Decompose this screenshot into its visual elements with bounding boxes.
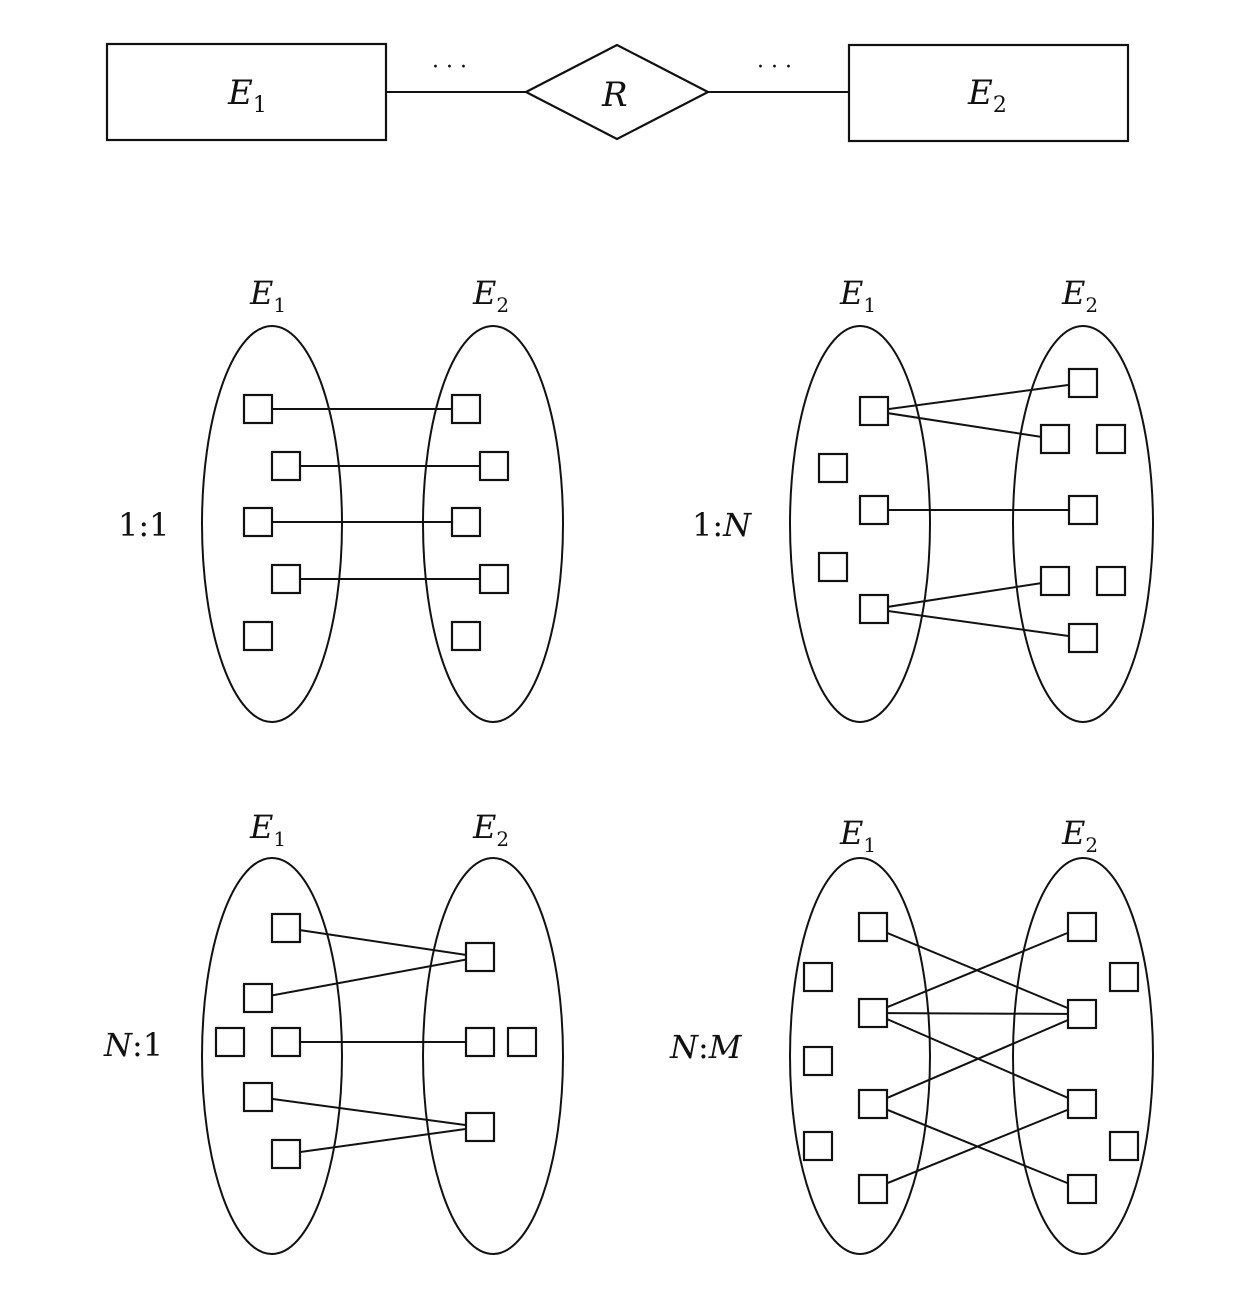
entity-instance — [242, 1081, 274, 1113]
cardinality-label: 1:1 — [118, 506, 170, 544]
panel-one-to-one: E1 E2 1:1 — [118, 274, 564, 723]
entity-instance — [1067, 622, 1099, 654]
entity-instance — [802, 1130, 834, 1162]
entity-instance — [214, 1026, 246, 1058]
entity-set-e1 — [789, 325, 931, 723]
relationship-line — [873, 580, 1056, 610]
panel-many-to-many: E1 E2 N:M — [669, 814, 1154, 1255]
ellipsis-left: · · · — [432, 55, 467, 80]
entity-instance — [1067, 494, 1099, 526]
entity-instance — [242, 393, 274, 425]
panel-e2-label: E2 — [1061, 274, 1098, 317]
entity-e2-box — [847, 43, 1130, 143]
entity-instance — [1066, 1173, 1098, 1205]
entity-instance — [1066, 911, 1098, 943]
relationship-line — [873, 410, 1056, 440]
entity-instance — [857, 911, 889, 943]
entity-instance — [478, 563, 510, 595]
entity-instance — [270, 563, 302, 595]
relationship-line — [873, 382, 1084, 412]
entity-instance — [464, 1111, 496, 1143]
entity-instance — [464, 1026, 496, 1058]
relationship-line — [257, 1096, 481, 1128]
entity-instance — [858, 494, 890, 526]
entity-instance — [270, 1138, 302, 1170]
entity-set-e1 — [201, 857, 343, 1255]
entity-instance — [1095, 423, 1127, 455]
entity-instance — [1095, 565, 1127, 597]
entity-instance — [270, 1026, 302, 1058]
entity-instance — [817, 551, 849, 583]
panel-e1-label: E1 — [249, 274, 286, 317]
entity-instance — [858, 593, 890, 625]
entity-instance — [450, 506, 482, 538]
entity-instance — [450, 393, 482, 425]
relationship-line — [872, 926, 1083, 1014]
relationship-line — [873, 608, 1084, 639]
relationship-line — [872, 1012, 1083, 1015]
entity-instance — [478, 450, 510, 482]
entity-set-e2 — [1012, 857, 1154, 1255]
entity-instance — [802, 1045, 834, 1077]
entity-instance — [464, 941, 496, 973]
relationship-line — [285, 927, 481, 958]
entity-set-e1 — [789, 857, 931, 1255]
entity-instance — [802, 961, 834, 993]
entity-instance — [270, 912, 302, 944]
entity-set-e2 — [422, 857, 564, 1255]
cardinality-label: N:M — [669, 1028, 743, 1066]
entity-instance — [857, 1088, 889, 1120]
panel-e2-label: E2 — [472, 808, 509, 851]
entity-instance — [1108, 1130, 1140, 1162]
entity-instance — [1066, 998, 1098, 1030]
entity-set-e1 — [201, 325, 343, 723]
entity-instance — [242, 620, 274, 652]
cardinality-label: 1:N — [692, 506, 752, 544]
panel-e1-label: E1 — [839, 814, 876, 857]
entity-instance — [270, 450, 302, 482]
entity-e1-label: E1 — [227, 73, 267, 118]
er-notation: E1 · · · R · · · E2 — [105, 42, 1130, 143]
relationship-line — [872, 1013, 1083, 1105]
entity-instance — [1066, 1088, 1098, 1120]
relationship-line — [872, 1103, 1083, 1190]
entity-instance — [857, 997, 889, 1029]
relationship-line — [285, 1126, 481, 1155]
entity-instance — [857, 1173, 889, 1205]
entity-set-e2 — [422, 325, 564, 723]
cardinality-label: N:1 — [103, 1026, 163, 1064]
panel-one-to-many: E1 E2 1:N — [692, 274, 1154, 723]
entity-e2-label: E2 — [967, 73, 1007, 118]
entity-instance — [242, 982, 274, 1014]
panel-many-to-one: E1 E2 N:1 — [103, 808, 564, 1255]
entity-instance — [450, 620, 482, 652]
panel-e2-label: E2 — [472, 274, 509, 317]
entity-instance — [817, 452, 849, 484]
entity-instance — [1067, 367, 1099, 399]
relationship-label: R — [601, 75, 628, 115]
entity-instance — [1039, 423, 1071, 455]
entity-instance — [1108, 961, 1140, 993]
entity-instance — [242, 506, 274, 538]
relationship-line — [257, 956, 481, 999]
ellipsis-right: · · · — [757, 55, 792, 80]
panel-e2-label: E2 — [1061, 814, 1098, 857]
panel-e1-label: E1 — [249, 808, 286, 851]
entity-instance — [506, 1026, 538, 1058]
panel-e1-label: E1 — [839, 274, 876, 317]
entity-e1-box — [105, 42, 388, 142]
entity-instance — [858, 395, 890, 427]
entity-set-e2 — [1012, 325, 1154, 723]
entity-instance — [1039, 565, 1071, 597]
